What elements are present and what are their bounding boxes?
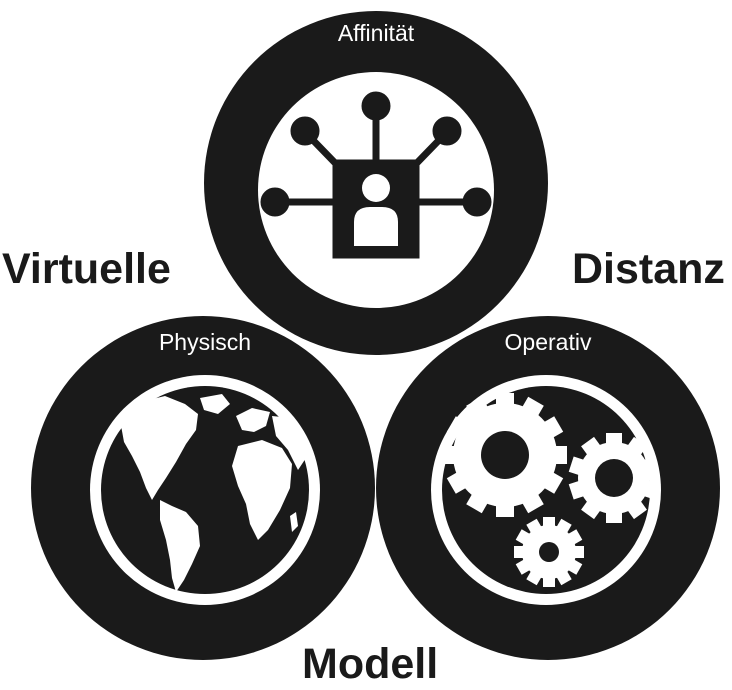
globe-icon (120, 394, 306, 592)
network-person-icon (260, 91, 492, 259)
physical-label: Physisch (159, 329, 251, 355)
word-virtuelle: Virtuelle (2, 245, 171, 293)
word-modell: Modell (302, 640, 439, 688)
physical-circle (31, 316, 375, 660)
affinity-label: Affinität (338, 20, 415, 46)
gears-icon (443, 393, 660, 587)
word-distanz: Distanz (572, 245, 725, 293)
operational-label: Operativ (505, 329, 592, 355)
